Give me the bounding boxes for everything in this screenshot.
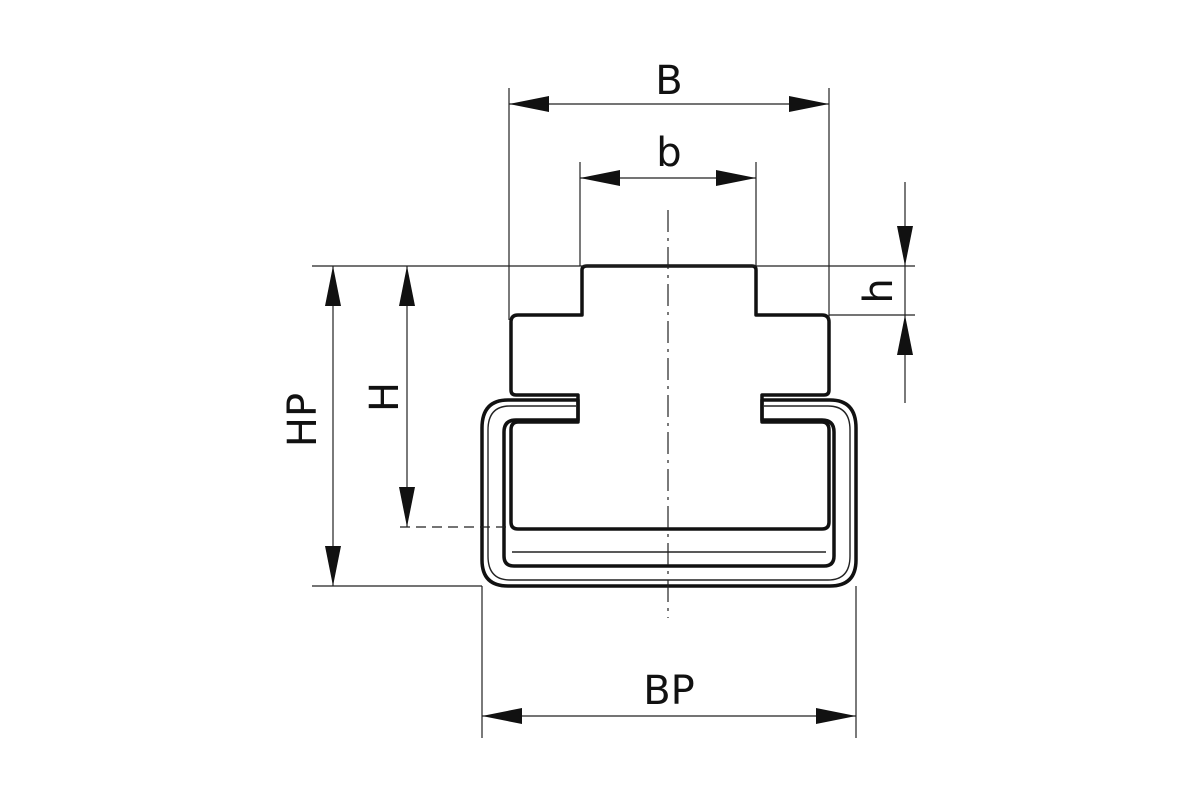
HP-label: HP bbox=[280, 393, 326, 447]
h-dimension: h bbox=[856, 182, 913, 403]
b-dimension: b bbox=[580, 130, 756, 186]
B-label: B bbox=[655, 58, 682, 104]
BP-dimension: BP bbox=[482, 668, 856, 724]
carrier-outer-contour bbox=[480, 398, 858, 588]
carrier-inner-contour bbox=[487, 405, 851, 581]
HP-dimension: HP bbox=[280, 266, 341, 586]
h-label: h bbox=[856, 278, 902, 303]
B-dimension: B bbox=[509, 58, 829, 112]
BP-label: BP bbox=[643, 668, 695, 714]
b-label: b bbox=[656, 130, 681, 176]
H-dimension: H bbox=[362, 266, 415, 527]
slider-profile bbox=[509, 264, 831, 531]
H-label: H bbox=[362, 382, 408, 412]
